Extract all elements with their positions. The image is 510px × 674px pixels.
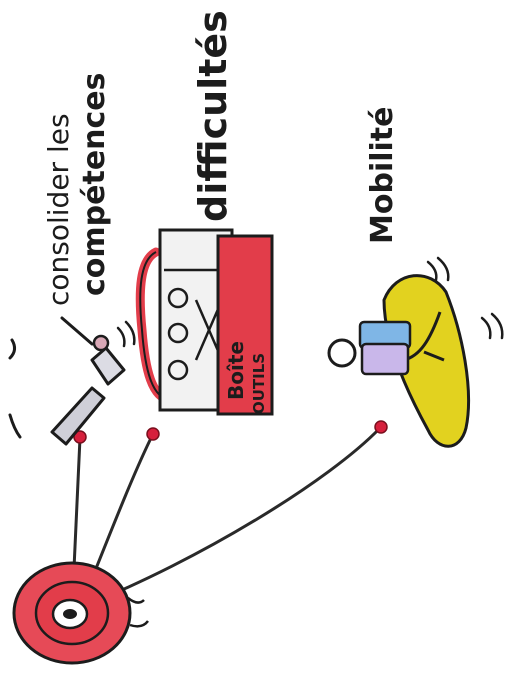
label-competences-line1: consolider les (42, 113, 75, 306)
target-icon (14, 563, 148, 663)
label-competences-line2: compétences (77, 72, 112, 296)
surfer-icon (329, 258, 502, 446)
label-difficultes: difficultés (191, 10, 235, 222)
top-left-marks (10, 340, 20, 437)
pin-difficultes (147, 428, 159, 440)
toolbox-label-line1: Boîte (224, 341, 248, 400)
toolbox-label-line2: OUTILS (250, 353, 268, 414)
toolbox-icon: Boîte OUTILS (140, 230, 272, 414)
pin-mobilite (375, 421, 387, 433)
pins (74, 421, 387, 443)
label-mobilite: Mobilité (365, 107, 400, 244)
connector-to-mobilite (84, 428, 380, 606)
spanner-icon (52, 318, 134, 444)
